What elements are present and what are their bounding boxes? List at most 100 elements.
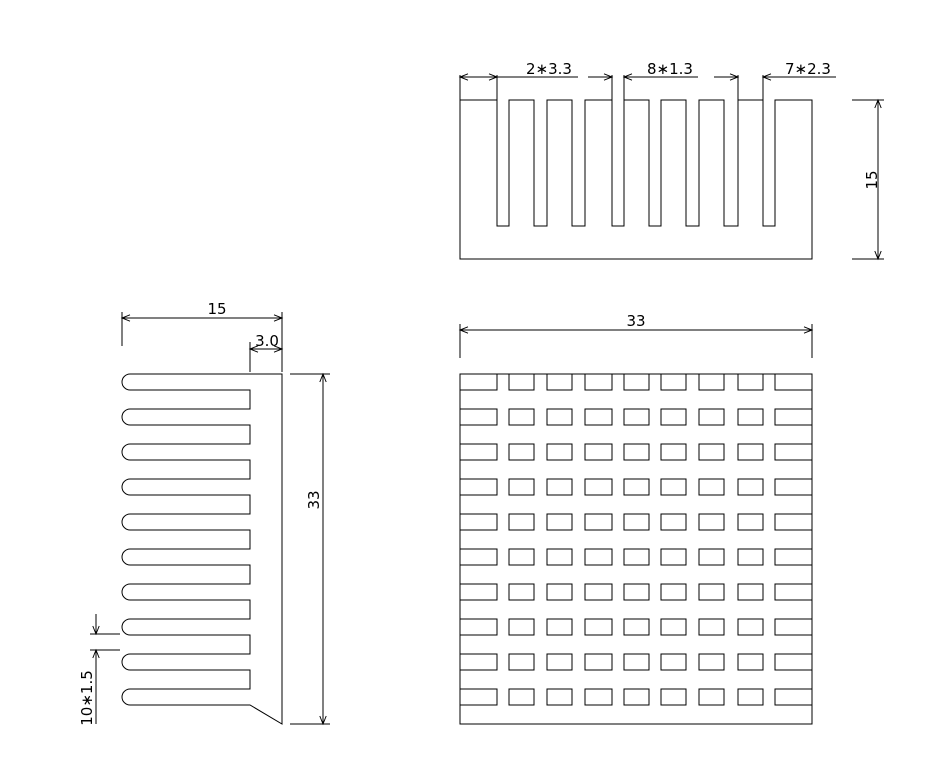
pin-cell bbox=[698, 373, 725, 391]
pin-cell bbox=[660, 478, 687, 496]
pin-cell bbox=[459, 513, 498, 531]
pin-cell bbox=[660, 583, 687, 601]
pin-cell bbox=[737, 653, 764, 671]
pin-cell bbox=[698, 653, 725, 671]
pin-cell bbox=[508, 478, 535, 496]
dimension-text-width: 33 bbox=[626, 312, 645, 330]
pin-cell bbox=[546, 618, 573, 636]
pin-cell bbox=[623, 513, 650, 531]
pin-cell bbox=[660, 408, 687, 426]
pin-cell bbox=[459, 478, 498, 496]
pin-cell bbox=[774, 513, 813, 531]
pin-cell bbox=[737, 478, 764, 496]
pin-cell bbox=[584, 373, 613, 391]
pin-cell bbox=[508, 443, 535, 461]
pin-cell bbox=[698, 688, 725, 706]
pin-cell bbox=[459, 408, 498, 426]
top-view: 2∗3.3 8∗1.3 7∗2.3 15 bbox=[458, 60, 884, 261]
pin-cell bbox=[546, 653, 573, 671]
pin-cell bbox=[623, 618, 650, 636]
pin-cell bbox=[737, 583, 764, 601]
pin-cell bbox=[623, 408, 650, 426]
pin-cell bbox=[737, 408, 764, 426]
pin-cell bbox=[508, 548, 535, 566]
pin-cell bbox=[774, 583, 813, 601]
dimension-text-width: 15 bbox=[207, 300, 226, 318]
pin-cell bbox=[584, 443, 613, 461]
pin-cell bbox=[737, 548, 764, 566]
plan-outline bbox=[459, 373, 813, 725]
pin-cell bbox=[584, 408, 613, 426]
pin-cell bbox=[546, 408, 573, 426]
pin-cell bbox=[459, 618, 498, 636]
pin-cell bbox=[623, 548, 650, 566]
pin-cell bbox=[584, 548, 613, 566]
pin-cell bbox=[737, 373, 764, 391]
pin-cell bbox=[584, 688, 613, 706]
pin-cell bbox=[546, 548, 573, 566]
pin-cell bbox=[623, 583, 650, 601]
pin-cell bbox=[774, 618, 813, 636]
pin-cell bbox=[737, 618, 764, 636]
pin-cell bbox=[459, 688, 498, 706]
pin-cell bbox=[660, 653, 687, 671]
pin-cell bbox=[459, 583, 498, 601]
pin-cell bbox=[774, 478, 813, 496]
pin-cell bbox=[698, 513, 725, 531]
pin-cell bbox=[660, 618, 687, 636]
pin-cell bbox=[546, 478, 573, 496]
pin-cell bbox=[546, 513, 573, 531]
pin-cell bbox=[737, 688, 764, 706]
pin-cell bbox=[584, 653, 613, 671]
pin-cell bbox=[623, 373, 650, 391]
pin-cell bbox=[508, 688, 535, 706]
dimension-text-fin: 7∗2.3 bbox=[785, 60, 831, 78]
pin-cell bbox=[584, 618, 613, 636]
pin-cell bbox=[698, 583, 725, 601]
pin-cell bbox=[774, 443, 813, 461]
pin-cell bbox=[546, 583, 573, 601]
pin-cell bbox=[623, 653, 650, 671]
pin-cell bbox=[774, 653, 813, 671]
comb-profile-outline bbox=[121, 373, 283, 725]
dimension-text-gap: 8∗1.3 bbox=[647, 60, 693, 78]
pin-cell bbox=[698, 478, 725, 496]
pin-cell bbox=[698, 618, 725, 636]
dimension-text-pitch: 10∗1.5 bbox=[78, 670, 96, 726]
pin-cell bbox=[698, 408, 725, 426]
pin-cell bbox=[623, 478, 650, 496]
pin-cell bbox=[508, 618, 535, 636]
dimension-text-fin-end: 2∗3.3 bbox=[526, 60, 572, 78]
pin-cell bbox=[459, 443, 498, 461]
pin-cell bbox=[774, 408, 813, 426]
pin-cell bbox=[698, 443, 725, 461]
pin-cell bbox=[508, 408, 535, 426]
pin-cell bbox=[459, 653, 498, 671]
pin-cell bbox=[774, 373, 813, 391]
dimension-text-base: 3.0 bbox=[255, 332, 279, 350]
pin-cell bbox=[737, 513, 764, 531]
pin-cell bbox=[623, 688, 650, 706]
dimension-text-length: 33 bbox=[305, 490, 323, 509]
pin-cell bbox=[660, 373, 687, 391]
pin-cell bbox=[546, 373, 573, 391]
pin-cell bbox=[737, 443, 764, 461]
pin-cell bbox=[698, 548, 725, 566]
pin-cell bbox=[660, 548, 687, 566]
side-view: 15 3.0 33 10∗1.5 bbox=[78, 300, 330, 726]
dimension-text-height: 15 bbox=[863, 170, 881, 189]
pin-cell bbox=[660, 513, 687, 531]
pin-cell bbox=[774, 548, 813, 566]
pin-cell bbox=[546, 443, 573, 461]
plan-view: 33 bbox=[458, 312, 814, 725]
pin-cell bbox=[623, 443, 650, 461]
pin-cell bbox=[459, 548, 498, 566]
pin-cell bbox=[660, 443, 687, 461]
pin-cell bbox=[774, 688, 813, 706]
pin-grid bbox=[459, 373, 813, 725]
pin-cell bbox=[508, 583, 535, 601]
pin-cell bbox=[660, 688, 687, 706]
pin-cell bbox=[584, 478, 613, 496]
pin-cell bbox=[584, 583, 613, 601]
